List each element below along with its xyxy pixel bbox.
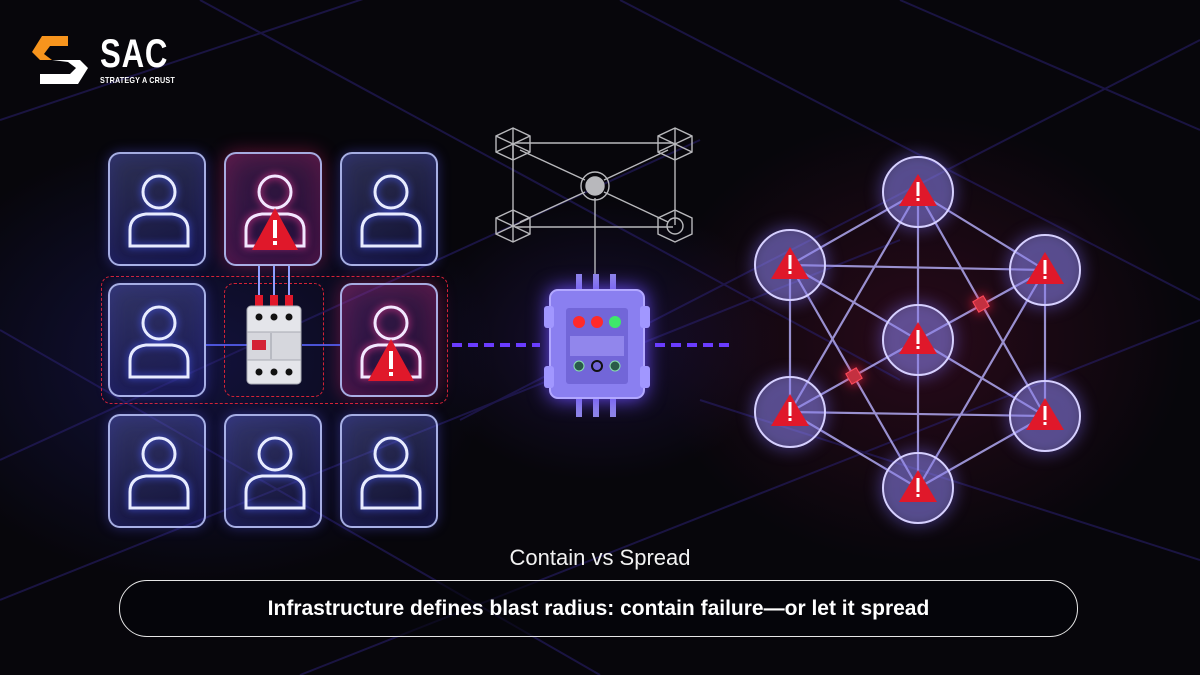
user-tile: [340, 152, 438, 266]
network-topology-icon: [495, 127, 693, 278]
headline-banner: Infrastructure defines blast radius: con…: [119, 580, 1078, 637]
caption: Contain vs Spread: [509, 545, 691, 570]
mesh-node: [882, 156, 954, 228]
brand-name: SAC: [100, 32, 169, 76]
user-tile: [108, 152, 206, 266]
user-icon: [360, 174, 422, 248]
user-tile-alert: [224, 152, 322, 266]
user-icon: [128, 174, 190, 248]
user-tile-alert: [340, 283, 438, 397]
mesh-node: [754, 376, 826, 448]
headline-text: Infrastructure defines blast radius: con…: [267, 596, 930, 620]
user-icon: [128, 305, 190, 379]
warning-icon: [252, 208, 298, 250]
mesh-node: [882, 452, 954, 524]
user-icon: [360, 436, 422, 510]
failure-mesh: [754, 156, 1081, 524]
warning-icon: [368, 339, 414, 381]
control-module-icon: [544, 274, 650, 417]
mesh-node: [882, 304, 954, 376]
brand-logo[interactable]: SAC STRATEGY A CRUST: [30, 30, 188, 90]
mesh-node: [754, 229, 826, 301]
sac-logo-mark-icon: [32, 36, 88, 84]
user-icon: [128, 436, 190, 510]
user-tile: [108, 283, 206, 397]
mesh-node: [1009, 380, 1081, 452]
user-tile: [224, 414, 322, 528]
circuit-breaker-icon: [246, 266, 302, 385]
mesh-node: [1009, 234, 1081, 306]
user-tile: [108, 414, 206, 528]
brand-tagline: STRATEGY A CRUST: [100, 75, 175, 85]
user-icon: [244, 436, 306, 510]
user-tile: [340, 414, 438, 528]
